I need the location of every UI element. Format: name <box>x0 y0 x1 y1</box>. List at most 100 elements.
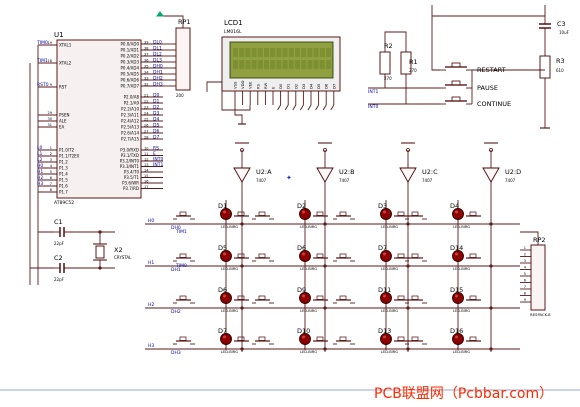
cursor-mark: ✦ <box>286 174 292 182</box>
matrix-switch-cap <box>179 336 187 341</box>
u1-net-label: L0 <box>37 145 43 151</box>
rp2-pin-number: 9 <box>524 298 526 302</box>
lcd-char-cell <box>251 60 257 69</box>
u1-pin-name: P2.0/A8 <box>124 95 140 100</box>
led-ref-label: D7 <box>378 244 387 252</box>
u1-pin-name: PSEN <box>59 113 69 118</box>
c2-value-label: 22pF <box>54 277 65 282</box>
matrix-switch-cap <box>339 211 347 216</box>
u1-pin-name: P0.6/AD6 <box>121 78 140 83</box>
row-net-label: H3 <box>148 343 154 349</box>
led-part-label: LED-BIRG <box>453 350 470 354</box>
led-highlight <box>455 252 458 256</box>
vcc-terminal <box>156 11 164 17</box>
c1-ref-label: C1 <box>54 218 63 226</box>
led-body <box>452 333 464 345</box>
u1-net-label: L2 <box>37 157 43 163</box>
lcd-pin-name: RS <box>255 83 260 89</box>
rp2-pin-number: 8 <box>524 292 526 296</box>
lcd-pin-name: D3 <box>301 83 306 89</box>
buffer-input-pin <box>240 148 244 152</box>
matrix-switch-cap <box>411 336 419 341</box>
buffer-triangle <box>233 167 251 183</box>
lcd-char-cell <box>282 48 288 57</box>
u1-pin-number: 22 <box>144 100 148 104</box>
junction-dot <box>98 266 102 270</box>
u1-pin-name: P3.5/T1 <box>124 175 140 180</box>
led-highlight <box>223 252 226 256</box>
rp1-ref-label: RP1 <box>178 18 191 26</box>
lcd-pin-name: VSS <box>233 81 238 89</box>
lcd-char-cell <box>239 60 245 69</box>
u1-pin-name: P3.7/RD <box>123 186 139 191</box>
lcd-char-cell <box>270 60 276 69</box>
u1-pin-number: 39 <box>144 41 148 45</box>
x2-ref-label: X2 <box>114 246 123 254</box>
led-body <box>220 250 232 262</box>
rp2-pin-number: 2 <box>524 253 526 257</box>
lcd-pin-name: E <box>271 86 276 89</box>
u1-net-label: DH3 <box>153 82 163 88</box>
u1-pin-number: 11 <box>144 152 148 156</box>
matrix-switch-cap <box>411 253 419 258</box>
u1-pin-number: 37 <box>144 53 148 57</box>
u1-pin-number: 3 <box>50 158 52 162</box>
lcd-ref-label: LCD1 <box>224 19 243 27</box>
led-part-label: LED-BIRG <box>221 350 238 354</box>
led-part-label: LED-BIRG <box>453 267 470 271</box>
u1-pin-name: P2.1/A9 <box>124 101 140 106</box>
u1-pin-number: 8 <box>50 188 52 192</box>
led-body <box>380 208 392 220</box>
matrix-switch-cap <box>469 253 477 258</box>
led-highlight <box>455 294 458 298</box>
lcd-char-cell <box>326 48 331 57</box>
u1-net-label: D2 <box>153 105 159 111</box>
wire-lcd-data <box>315 104 319 111</box>
r3-value-label: 610 <box>556 68 564 73</box>
u1-pin-number: 5 <box>50 170 52 174</box>
matrix-switch-cap <box>258 253 266 258</box>
matrix-switch-cap <box>258 295 266 300</box>
matrix-switch-cap <box>316 253 324 258</box>
u1-pin-name: P3.1/TXD <box>121 153 139 158</box>
junction-dot <box>489 264 493 268</box>
lcd-char-cell <box>276 48 282 57</box>
row-net-label: H0 <box>148 218 154 224</box>
button-cap <box>451 80 461 86</box>
u1-pin-name: P1.3 <box>59 166 68 171</box>
u1-pin-name: P0.3/AD3 <box>121 60 140 65</box>
led-body <box>452 292 464 304</box>
u1-pin-number: 38 <box>144 47 148 51</box>
matrix-switch-cap <box>339 295 347 300</box>
row-net-label-b: DH0 <box>171 225 181 231</box>
junction-dot <box>240 306 244 310</box>
rp2-pin-number: 3 <box>524 259 526 263</box>
rp2-body <box>530 244 546 311</box>
lcd-char-cell <box>257 48 263 57</box>
u1-pin-name: P3.4/T0 <box>124 170 140 175</box>
tim1-net-label: TIM1 <box>175 229 187 235</box>
matrix-switch-cap <box>469 336 477 341</box>
u1-ref-label: U1 <box>54 31 64 39</box>
lcd-char-cell <box>319 48 325 57</box>
lcd-pin-name: D1 <box>286 83 291 89</box>
u1-pin-number: 13 <box>144 163 148 167</box>
led-ref-label: D15 <box>450 286 463 294</box>
u1-pin-name: P2.7/A15 <box>121 137 139 142</box>
buffer-input-pin <box>489 148 493 152</box>
wires-layer <box>0 5 580 391</box>
buffer-part-label: 7407 <box>339 178 350 183</box>
led-body <box>452 208 464 220</box>
led-body <box>380 250 392 262</box>
led-part-label: LED-BIRG <box>453 309 470 313</box>
led-part-label: LED-BIRG <box>453 225 470 229</box>
lcd-char-cell <box>233 48 238 57</box>
led-ref-label: D6 <box>218 286 227 294</box>
lcd-char-cell <box>264 60 269 69</box>
u1-pin-number: 14 <box>144 169 149 173</box>
u1-chip-body <box>56 39 142 199</box>
lcd-char-cell <box>313 48 319 57</box>
rp2-pin-number: 6 <box>524 279 526 283</box>
u1-net-label: DL1 <box>153 46 162 52</box>
lcd-char-cell <box>288 60 294 69</box>
